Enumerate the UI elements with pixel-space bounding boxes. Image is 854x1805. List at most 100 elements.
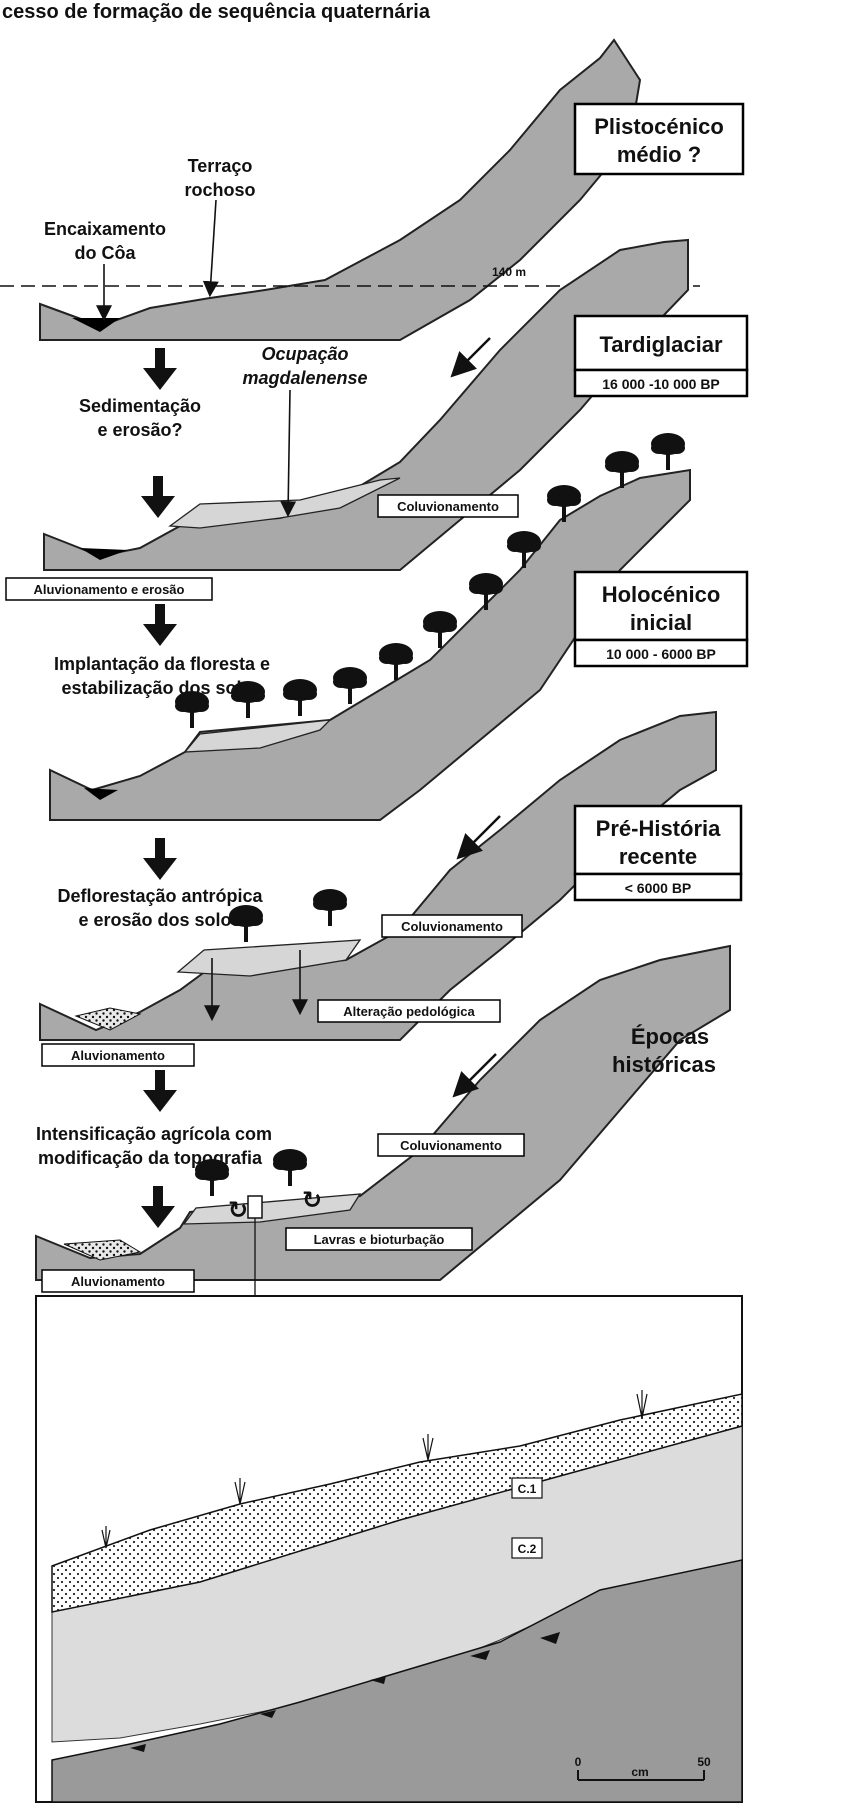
process-arrow-3 [143, 604, 177, 646]
period-name-line2: históricas [612, 1052, 716, 1077]
period-date: 10 000 - 6000 BP [606, 646, 716, 662]
rock-fragment [540, 1632, 560, 1644]
coluvionamento-direction-arrow-4 [456, 815, 501, 860]
period-name-line2: médio ? [617, 142, 701, 167]
aluvionamento-box-5 [41, 1269, 195, 1293]
process-arrow-6 [141, 1186, 175, 1228]
panel-3-soil-lens [183, 719, 332, 753]
detail-profile: C.1 C.2 0 cm 50 [35, 1295, 743, 1803]
period-box-epocas-historicas: Épocas históricas [612, 1024, 716, 1077]
period-box-frame [573, 570, 749, 642]
diagram-title: cesso de formação de sequência quaternár… [2, 1, 431, 23]
grass-icon [422, 1434, 434, 1461]
panel-3-holocenico [49, 433, 691, 821]
tree-icon [313, 889, 347, 926]
unit-c1-label: C.1 [518, 1482, 537, 1496]
alteracao-label: Alteração pedológica [343, 1004, 475, 1019]
panel-4-pre-historia: Coluvionamento Alteração pedológica Aluv… [39, 710, 717, 1067]
aluvionamento-label-4: Aluvionamento [71, 1048, 165, 1063]
plough-rotation-icon: ↻ [228, 1197, 248, 1224]
period-name-line1: Holocénico [602, 582, 721, 607]
ocupacao-label-line1: Ocupação [261, 344, 348, 364]
panel-1-slope [39, 38, 642, 341]
coluvionamento-label-4: Coluvionamento [401, 919, 503, 934]
aluvionamento-erosao-box [5, 577, 213, 601]
process-3-line1: Implantação da floresta e [54, 654, 270, 674]
process-arrow-5 [143, 1070, 177, 1112]
panel-1-plistocenico: 140 m Terraço rochoso Encaixamento do Cô… [0, 38, 700, 341]
lavras-box [285, 1227, 473, 1251]
process-4-line2: e erosão dos solos [78, 910, 241, 930]
unit-c2-box [511, 1537, 543, 1559]
period-box-frame [573, 804, 743, 876]
panel-3-channel [84, 788, 118, 800]
period-name-line2: inicial [630, 610, 692, 635]
lavras-label: Lavras e bioturbação [314, 1232, 445, 1247]
tree-icon [333, 667, 367, 704]
rock-fragment [260, 1710, 276, 1718]
process-5-line1: Intensificação agrícola com [36, 1124, 272, 1144]
coluvionamento-label-5: Coluvionamento [400, 1138, 502, 1153]
ocupacao-pointer-arrow [280, 389, 297, 518]
panel-2-tardiglaciar: Ocupação magdalenense Coluvionamento Alu… [5, 238, 689, 601]
period-box-frame [573, 314, 749, 372]
scale-max-label: 50 [697, 1755, 711, 1769]
grass-icon [234, 1478, 246, 1505]
terraco-label-line2: rochoso [184, 180, 255, 200]
aluvionamento-label-5: Aluvionamento [71, 1274, 165, 1289]
aluvionamento-erosao-label: Aluvionamento e erosão [34, 582, 185, 597]
rock-fragment [130, 1744, 146, 1752]
coluvionamento-direction-arrow-5 [452, 1053, 497, 1098]
coluvionamento-box-5 [377, 1133, 525, 1157]
period-box-plistocenico: Plistocénico médio ? [573, 102, 745, 176]
period-date: 16 000 -10 000 BP [602, 376, 720, 392]
unit-c1-box [511, 1477, 543, 1499]
reference-level-label: 140 m [492, 265, 526, 279]
period-name-line1: Tardiglaciar [599, 332, 723, 357]
panel-2-channel [80, 548, 128, 560]
panel-4-alluvium [74, 1007, 142, 1031]
process-2-line2: e erosão? [97, 420, 182, 440]
period-date-frame [573, 872, 743, 902]
process-3-line2: estabilização dos solos [61, 678, 262, 698]
aluvionamento-box-4 [41, 1043, 195, 1067]
panel-5-alluvium [63, 1239, 142, 1261]
scale-min-label: 0 [575, 1755, 582, 1769]
period-box-frame [573, 102, 745, 176]
period-name-line1: Pré-História [596, 816, 721, 841]
tree-icon [273, 1149, 307, 1186]
rock-fragment [470, 1650, 490, 1660]
period-name-line1: Épocas [631, 1024, 709, 1049]
rock-fragment [370, 1676, 386, 1684]
panel-5-epocas-historicas: ↻ ↻ Coluvionamento Lavras e bioturbação … [35, 944, 731, 1296]
panel-4-soil-lens [176, 939, 362, 977]
panel-1-channel [72, 318, 120, 332]
period-box-holocenico: Holocénico inicial 10 000 - 6000 BP [573, 570, 749, 668]
coluvionamento-box-2 [377, 494, 519, 518]
tree-icon [283, 679, 317, 716]
process-arrow-1 [143, 348, 177, 390]
unit-c1 [51, 1393, 743, 1613]
panel-5-soil-lens [182, 1193, 362, 1225]
tree-icon [651, 433, 685, 470]
encaixamento-label-line1: Encaixamento [44, 219, 166, 239]
coluvionamento-label-2: Coluvionamento [397, 499, 499, 514]
grass-icon [101, 1526, 111, 1549]
alteracao-box [317, 999, 501, 1023]
unit-c2-label: C.2 [518, 1542, 537, 1556]
coluvionamento-direction-arrow-2 [450, 337, 491, 378]
terraco-pointer-arrow [202, 199, 219, 298]
terraco-label-line1: Terraço [188, 156, 253, 176]
process-arrow-4 [143, 838, 177, 880]
period-date-frame [573, 638, 749, 668]
period-date-frame [573, 368, 749, 398]
period-box-tardiglaciar: Tardiglaciar 16 000 -10 000 BP [573, 314, 749, 398]
period-name-line2: recente [619, 844, 697, 869]
scale-bar: 0 cm 50 [575, 1755, 711, 1781]
plough-rotation-icon: ↻ [302, 1187, 322, 1214]
coluvionamento-box-4 [381, 914, 523, 938]
process-arrow-2 [141, 476, 175, 518]
panel-5-slope [35, 944, 731, 1281]
period-date: < 6000 BP [625, 880, 692, 896]
grass-icon [636, 1390, 648, 1419]
